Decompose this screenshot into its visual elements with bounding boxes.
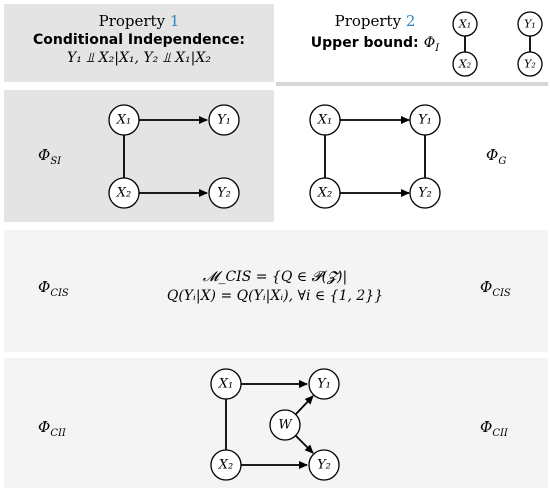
node-hdr-x2-label: X₂ — [458, 58, 471, 71]
node-g-y2-label: Y₂ — [418, 186, 432, 201]
property1-formula: Y₁ ⫫ X₂|X₁, Y₂ ⫫ X₁|X₂ — [67, 50, 211, 66]
node-si-x1 — [108, 104, 140, 136]
node-hdr-y2 — [517, 51, 543, 77]
node-si-y1 — [208, 104, 240, 136]
property1-title-line: Property 1 — [4, 12, 274, 30]
node-hdr-y1 — [517, 11, 543, 37]
property2-number: 2 — [405, 12, 416, 30]
node-g-y1 — [409, 104, 441, 136]
node-si-y1-label: Y₁ — [217, 113, 231, 128]
node-cii-x2 — [210, 449, 242, 481]
property2-word: Property — [334, 12, 402, 30]
edge-cii-w-y2 — [295, 435, 314, 454]
node-cii-w — [269, 409, 301, 441]
property1-name: Conditional Independence: — [33, 32, 245, 48]
node-g-x1-label: X₁ — [317, 113, 332, 128]
node-g-y2 — [409, 177, 441, 209]
node-cii-y2-label: Y₂ — [317, 458, 331, 473]
edge-cii-w-y1 — [295, 395, 314, 415]
node-si-y2-label: Y₂ — [217, 186, 231, 201]
cis-formula: 𝓜_CIS = {Q ∈ 𝓟(𝓩)| Q(Yᵢ|X) = Q(Yᵢ|Xᵢ), ∀… — [130, 268, 420, 306]
node-si-x2-label: X₂ — [116, 186, 131, 201]
node-cii-y1-label: Y₁ — [317, 377, 331, 392]
node-cii-x2-label: X₂ — [218, 458, 233, 473]
label-phi-si: ΦSI — [38, 146, 62, 167]
node-si-y2 — [208, 177, 240, 209]
node-g-x1 — [309, 104, 341, 136]
divider-header — [276, 82, 548, 86]
property2-header: Property 2 Upper bound: ΦI — [300, 12, 450, 54]
property1-word: Property — [98, 12, 166, 30]
node-cii-x1 — [210, 368, 242, 400]
node-cii-y2 — [308, 449, 340, 481]
node-si-x1-label: X₁ — [116, 113, 131, 128]
label-phi-cii-left: ΦCII — [38, 418, 66, 439]
node-hdr-y2-label: Y₂ — [524, 58, 536, 71]
cis-formula-line2: Q(Yᵢ|X) = Q(Yᵢ|Xᵢ), ∀i ∈ {1, 2}} — [166, 288, 384, 304]
node-g-x2-label: X₂ — [317, 186, 332, 201]
property2-name-line: Upper bound: ΦI — [300, 32, 450, 54]
property2-title-line: Property 2 — [300, 12, 450, 30]
label-phi-cis-right: ΦCIS — [480, 278, 511, 299]
panel-phi-cis — [4, 230, 548, 352]
property2-phi: ΦI — [423, 35, 440, 54]
node-g-x2 — [309, 177, 341, 209]
node-hdr-x2 — [452, 51, 478, 77]
node-hdr-x1-label: X₁ — [458, 18, 471, 31]
node-cii-w-label: W — [278, 418, 293, 433]
label-phi-cis-left: ΦCIS — [38, 278, 69, 299]
label-phi-cii-right: ΦCII — [480, 418, 508, 439]
node-si-x2 — [108, 177, 140, 209]
label-phi-g: ΦG — [486, 146, 507, 167]
node-hdr-y1-label: Y₁ — [524, 18, 536, 31]
node-hdr-x1 — [452, 11, 478, 37]
node-cii-y1 — [308, 368, 340, 400]
panel-property1-header — [4, 4, 274, 82]
node-cii-x1-label: X₁ — [218, 377, 233, 392]
property1-header: Property 1 Conditional Independence: Y₁ … — [4, 12, 274, 66]
cis-formula-line1: 𝓜_CIS = {Q ∈ 𝓟(𝓩)| — [202, 269, 348, 285]
node-g-y1-label: Y₁ — [418, 113, 432, 128]
property1-number: 1 — [169, 12, 180, 30]
property2-name: Upper bound: — [310, 35, 419, 51]
